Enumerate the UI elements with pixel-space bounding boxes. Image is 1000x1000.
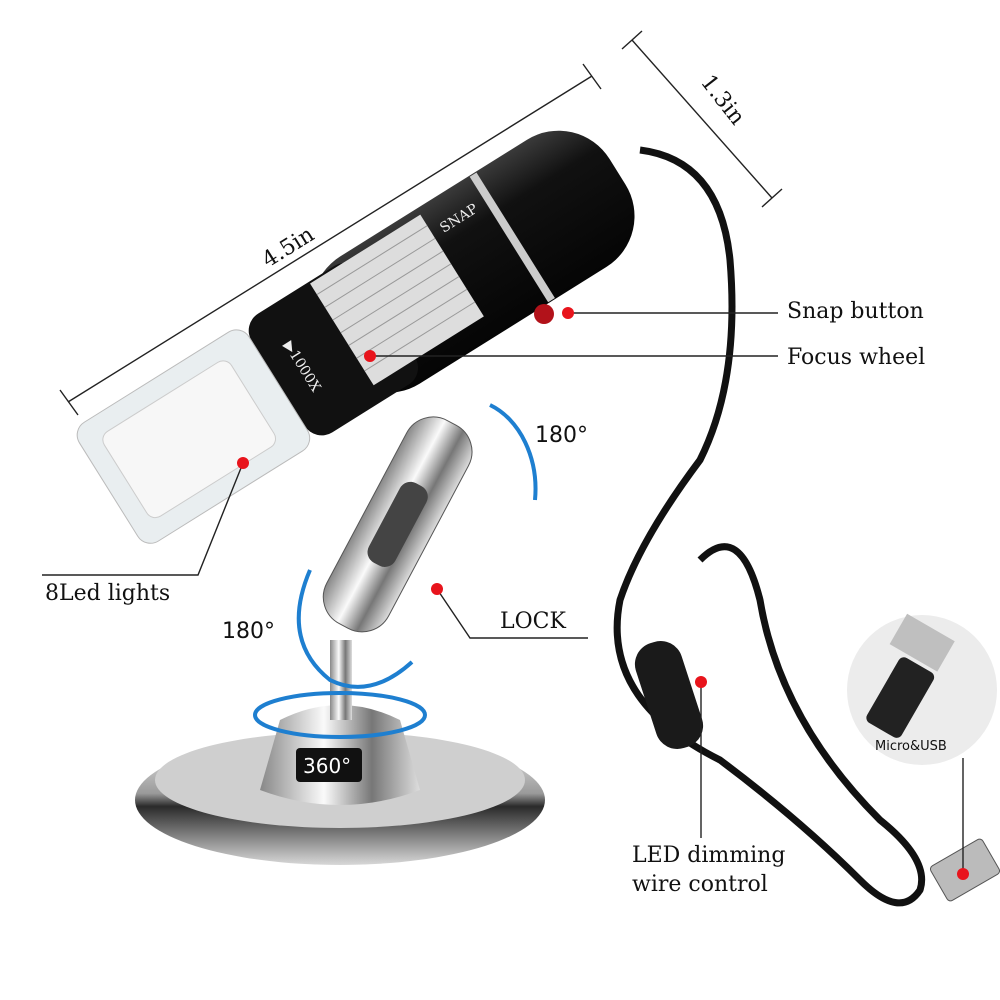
callout-led-lights: 8Led lights	[42, 457, 249, 606]
connector-inset: Micro&USB	[847, 613, 997, 765]
snap-button[interactable]	[534, 304, 554, 324]
callout-focus-wheel: Focus wheel	[364, 345, 925, 370]
callout-usb-connector	[957, 758, 969, 880]
usb-cable	[613, 146, 926, 907]
callout-led-dimming: LED dimming wire control	[632, 676, 785, 897]
dimmer-control[interactable]	[629, 635, 709, 754]
base-rotation-arrow-icon	[253, 691, 427, 739]
svg-text:8Led lights: 8Led lights	[45, 581, 170, 606]
svg-text:wire control: wire control	[632, 872, 768, 897]
svg-text:Snap button: Snap button	[787, 299, 924, 324]
callout-lock: LOCK	[431, 583, 588, 639]
svg-text:LOCK: LOCK	[500, 609, 566, 634]
holder-rotation-label: 180°	[535, 423, 588, 448]
microscope-body: SNAP ▶1000X	[76, 130, 635, 544]
arm-rotation-label: 180°	[222, 619, 275, 644]
holder-rotation-arrow-icon	[489, 403, 538, 501]
base-rotation-badge	[296, 748, 362, 782]
callout-snap-button: Snap button	[562, 299, 924, 324]
svg-text:LED dimming: LED dimming	[632, 843, 785, 868]
base-rotation-label: 360°	[303, 754, 351, 778]
svg-text:Focus wheel: Focus wheel	[787, 345, 925, 370]
arm-rotation-arrow-icon	[296, 569, 414, 689]
connector-label: Micro&USB	[875, 739, 947, 754]
